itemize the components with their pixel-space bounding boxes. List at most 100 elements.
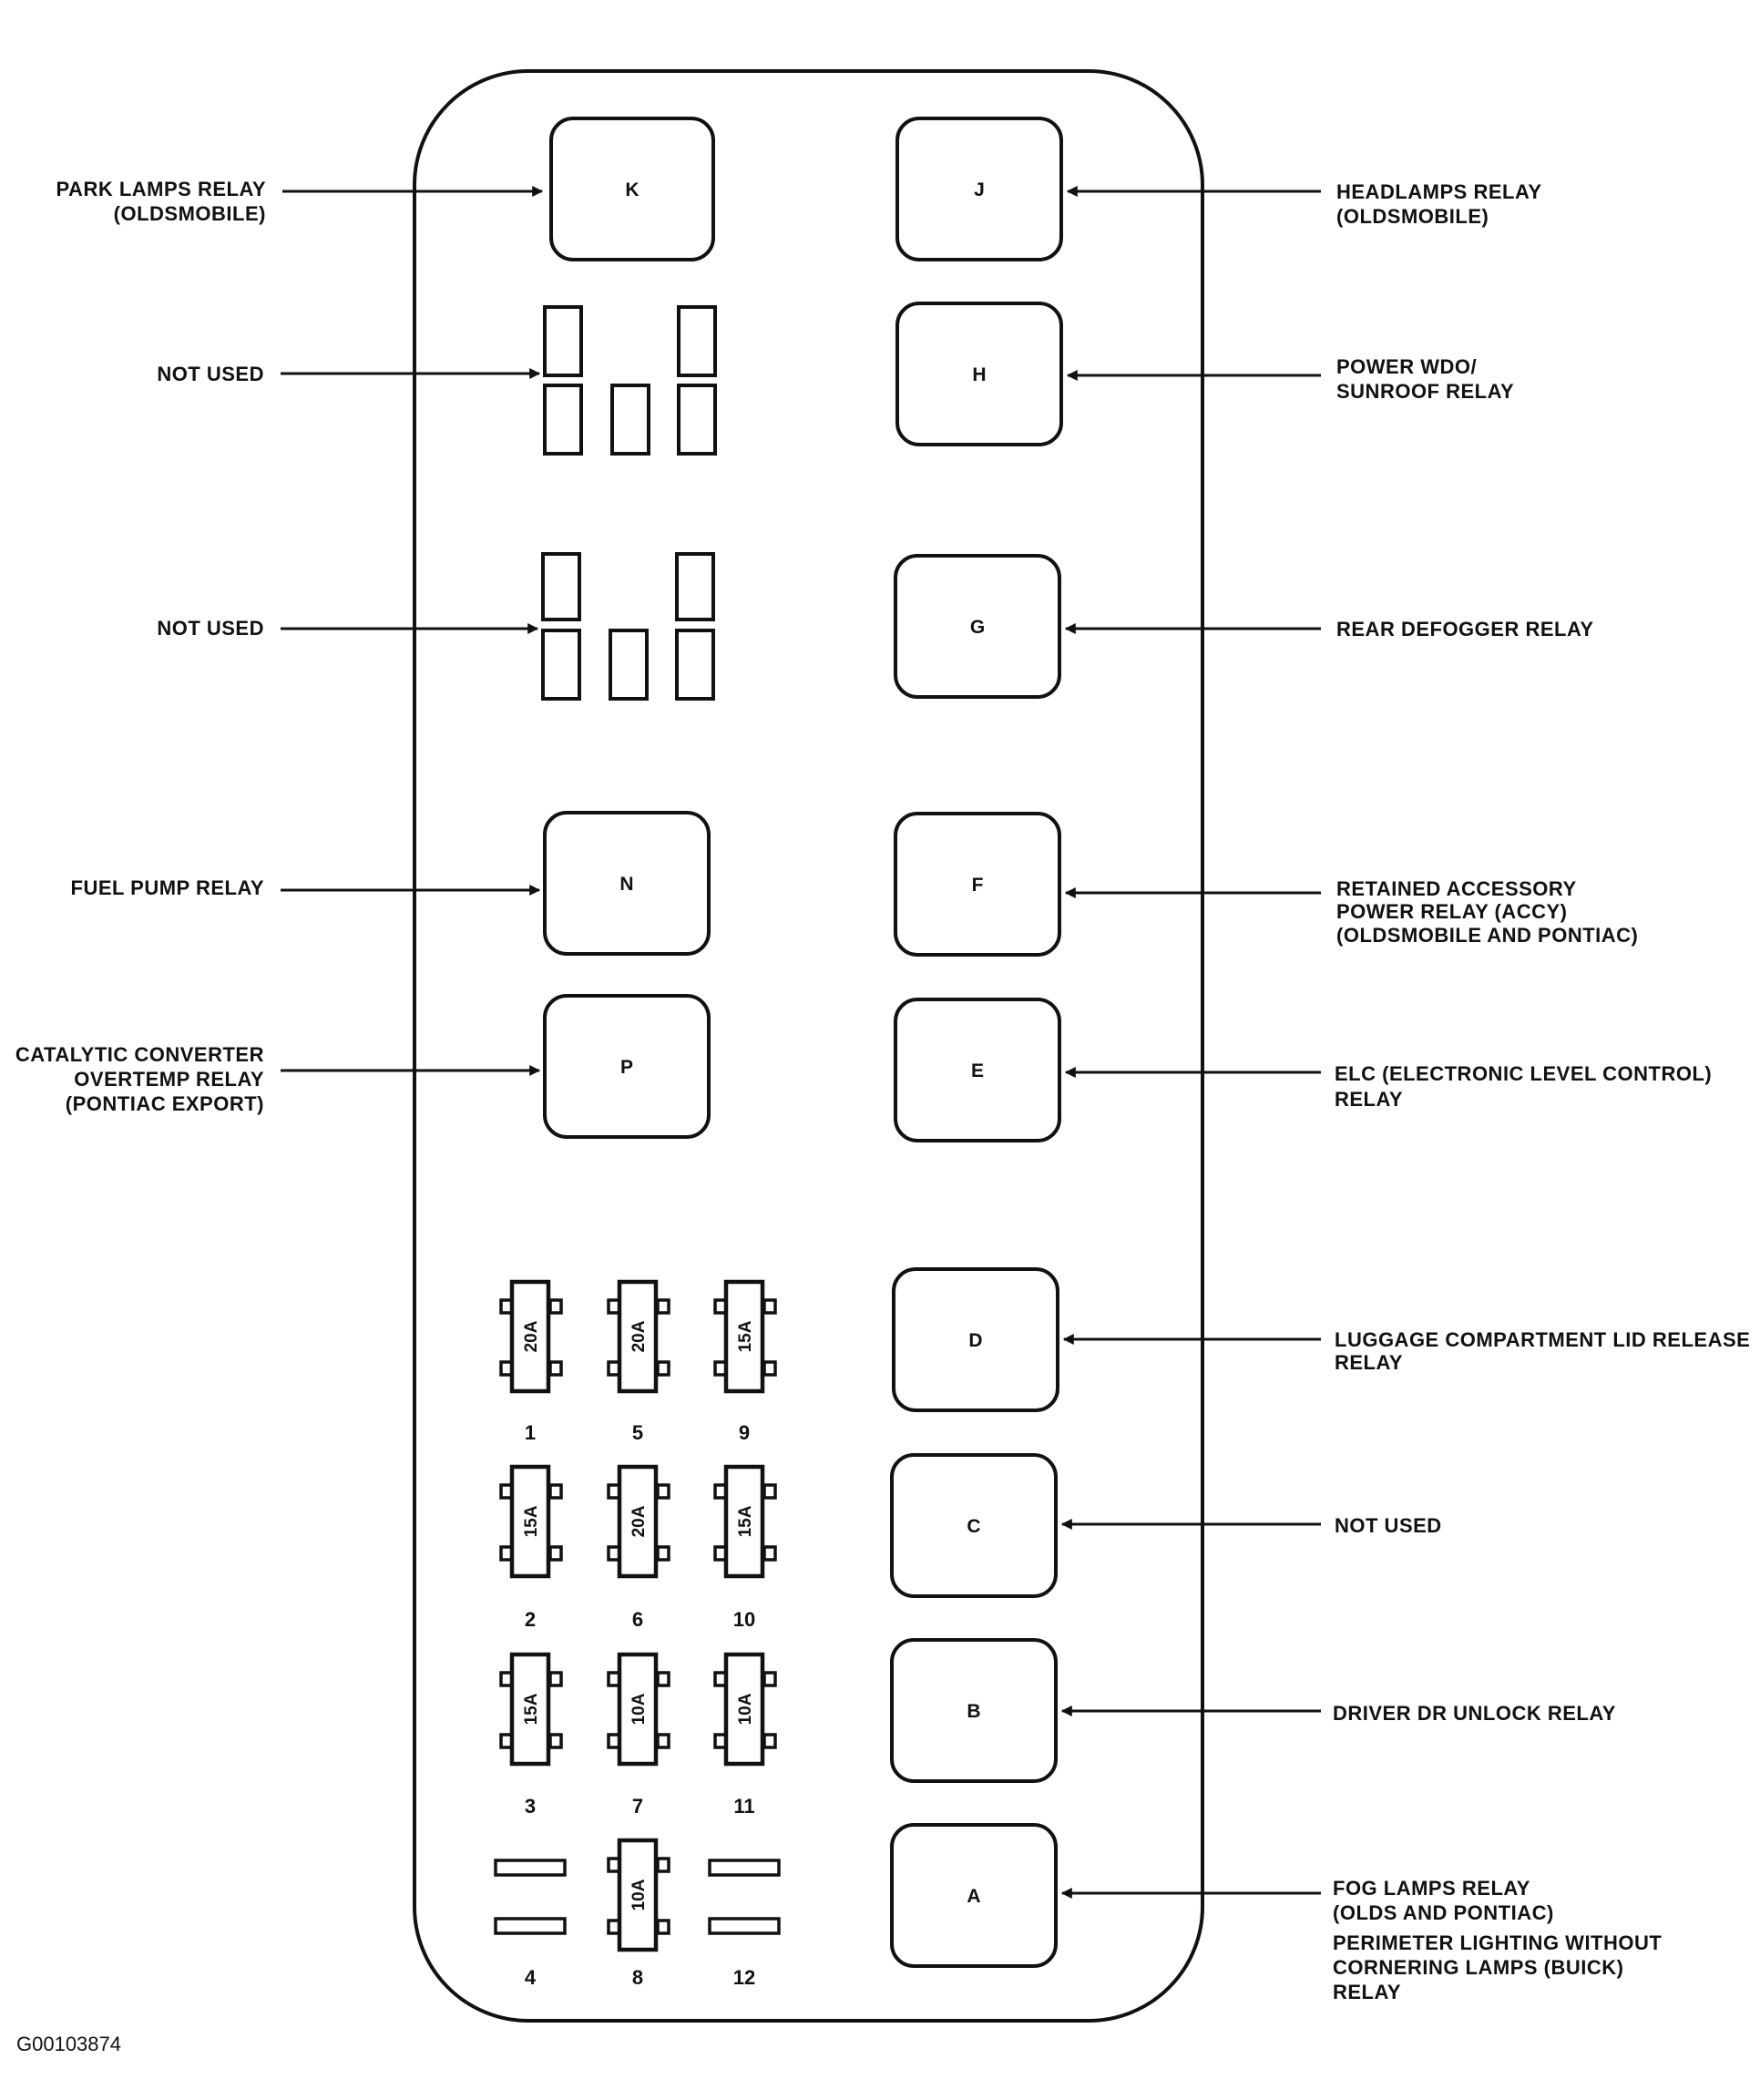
label-E: ELC (ELECTRONIC LEVEL CONTROL) RELAY xyxy=(1064,1062,1712,1111)
fuse-rating: 10A xyxy=(736,1693,755,1725)
svg-text:NOT USED: NOT USED xyxy=(157,617,264,640)
svg-text:CORNERING LAMPS (BUICK): CORNERING LAMPS (BUICK) xyxy=(1333,1956,1624,1979)
svg-text:SUNROOF RELAY: SUNROOF RELAY xyxy=(1336,380,1514,403)
svg-text:RELAY: RELAY xyxy=(1335,1351,1403,1374)
svg-text:NOT USED: NOT USED xyxy=(1335,1514,1442,1537)
svg-text:DRIVER DR UNLOCK RELAY: DRIVER DR UNLOCK RELAY xyxy=(1333,1702,1616,1725)
svg-text:(OLDSMOBILE): (OLDSMOBILE) xyxy=(114,202,266,225)
fuse-10: 15A 10 xyxy=(713,1464,777,1631)
fuse-block-outline xyxy=(413,69,1204,2023)
svg-text:(OLDSMOBILE): (OLDSMOBILE) xyxy=(1336,205,1489,228)
svg-text:A: A xyxy=(967,1886,980,1907)
fuse-number: 7 xyxy=(632,1795,643,1818)
svg-text:NOT USED: NOT USED xyxy=(157,363,264,385)
relay-B: B xyxy=(890,1638,1058,1783)
relay-P: P xyxy=(543,994,711,1139)
svg-text:PERIMETER LIGHTING WITHOUT: PERIMETER LIGHTING WITHOUT xyxy=(1333,1931,1662,1954)
svg-text:E: E xyxy=(971,1060,984,1081)
svg-text:FUEL PUMP RELAY: FUEL PUMP RELAY xyxy=(71,876,264,899)
svg-text:B: B xyxy=(967,1701,980,1722)
fuse-number: 12 xyxy=(733,1966,755,1989)
unused-connector-lower xyxy=(541,552,715,701)
unused-connector-upper xyxy=(543,305,717,456)
fuse-3: 15A 3 xyxy=(499,1652,563,1818)
fuse-1: 20A 1 xyxy=(499,1279,563,1444)
svg-text:PARK LAMPS RELAY: PARK LAMPS RELAY xyxy=(56,178,266,200)
label-J: HEADLAMPS RELAY (OLDSMOBILE) xyxy=(1066,180,1542,228)
relay-J: J xyxy=(895,117,1063,261)
relay-C: C xyxy=(890,1453,1058,1598)
fuse-number: 10 xyxy=(733,1608,755,1631)
svg-text:REAR DEFOGGER RELAY: REAR DEFOGGER RELAY xyxy=(1336,618,1594,640)
fuse-8: 10A 8 xyxy=(607,1838,670,1989)
svg-text:G: G xyxy=(970,617,985,638)
relay-F: F xyxy=(894,812,1061,957)
fuse-11: 10A 11 xyxy=(713,1652,777,1818)
fuse-rating: 20A xyxy=(522,1320,541,1352)
label-C: NOT USED xyxy=(1060,1514,1442,1537)
svg-text:C: C xyxy=(967,1516,980,1537)
svg-text:D: D xyxy=(968,1330,982,1351)
fuse-7: 10A 7 xyxy=(607,1652,670,1818)
svg-text:RETAINED ACCESSORY: RETAINED ACCESSORY xyxy=(1336,877,1577,900)
fuse-rating: 10A xyxy=(629,1693,649,1725)
relay-N: N xyxy=(543,811,711,956)
svg-text:FOG LAMPS RELAY: FOG LAMPS RELAY xyxy=(1333,1877,1530,1900)
fuse-number: 6 xyxy=(632,1608,643,1631)
label-not-used-lower: NOT USED xyxy=(157,617,539,640)
label-K: PARK LAMPS RELAY (OLDSMOBILE) xyxy=(56,178,544,225)
fuse-number: 3 xyxy=(525,1795,536,1818)
fuse-rating: 15A xyxy=(736,1320,755,1352)
label-H: POWER WDO/ SUNROOF RELAY xyxy=(1066,355,1514,403)
fuse-rating: 15A xyxy=(522,1693,541,1725)
label-G: REAR DEFOGGER RELAY xyxy=(1064,618,1594,640)
fuse-rating: 20A xyxy=(629,1320,649,1352)
fuse-number: 8 xyxy=(632,1966,643,1989)
label-A: FOG LAMPS RELAY (OLDS AND PONTIAC) PERIM… xyxy=(1060,1877,1662,2003)
fuse-12: 12 xyxy=(708,1859,781,1989)
fuse-6: 20A 6 xyxy=(607,1464,670,1631)
svg-text:OVERTEMP RELAY: OVERTEMP RELAY xyxy=(74,1068,264,1091)
fuse-9: 15A 9 xyxy=(713,1279,777,1444)
label-N: FUEL PUMP RELAY xyxy=(71,876,541,899)
fuse-number: 4 xyxy=(525,1966,537,1989)
relay-G: G xyxy=(894,554,1061,699)
svg-text:POWER RELAY (ACCY): POWER RELAY (ACCY) xyxy=(1336,900,1567,923)
figure-id: G00103874 xyxy=(16,2033,121,2055)
fuse-number: 1 xyxy=(525,1421,536,1444)
svg-text:HEADLAMPS RELAY: HEADLAMPS RELAY xyxy=(1336,180,1542,203)
svg-text:RELAY: RELAY xyxy=(1335,1088,1403,1111)
svg-text:ELC (ELECTRONIC LEVEL CONTROL): ELC (ELECTRONIC LEVEL CONTROL) xyxy=(1335,1062,1712,1085)
label-F: RETAINED ACCESSORY POWER RELAY (ACCY) (O… xyxy=(1064,877,1638,947)
svg-text:H: H xyxy=(972,364,986,385)
svg-text:CATALYTIC CONVERTER: CATALYTIC CONVERTER xyxy=(15,1043,264,1066)
fuse-4: 4 xyxy=(494,1859,567,1989)
label-P: CATALYTIC CONVERTER OVERTEMP RELAY (PONT… xyxy=(15,1043,541,1115)
relay-K: K xyxy=(549,117,715,261)
relay-D: D xyxy=(892,1267,1059,1412)
fuse-number: 11 xyxy=(733,1795,754,1818)
svg-text:P: P xyxy=(620,1057,633,1078)
relay-E: E xyxy=(894,998,1061,1142)
fuse-number: 2 xyxy=(525,1608,536,1631)
fuse-rating: 20A xyxy=(629,1505,649,1537)
fuse-rating: 10A xyxy=(629,1879,649,1910)
fuse-rating: 15A xyxy=(736,1505,755,1537)
relay-H: H xyxy=(895,302,1063,446)
label-B: DRIVER DR UNLOCK RELAY xyxy=(1060,1702,1616,1725)
relay-A: A xyxy=(890,1823,1058,1968)
svg-text:RELAY: RELAY xyxy=(1333,1981,1401,2003)
fuse-rating: 15A xyxy=(522,1505,541,1537)
svg-text:LUGGAGE COMPARTMENT LID RELEAS: LUGGAGE COMPARTMENT LID RELEASE xyxy=(1335,1328,1750,1351)
svg-text:K: K xyxy=(625,179,639,200)
svg-text:(PONTIAC EXPORT): (PONTIAC EXPORT) xyxy=(66,1092,264,1115)
svg-text:N: N xyxy=(619,874,633,895)
svg-text:J: J xyxy=(974,179,985,200)
label-D: LUGGAGE COMPARTMENT LID RELEASE RELAY xyxy=(1062,1328,1750,1374)
fuse-number: 9 xyxy=(739,1421,750,1444)
svg-text:F: F xyxy=(972,875,984,896)
fuse-2: 15A 2 xyxy=(499,1464,563,1631)
